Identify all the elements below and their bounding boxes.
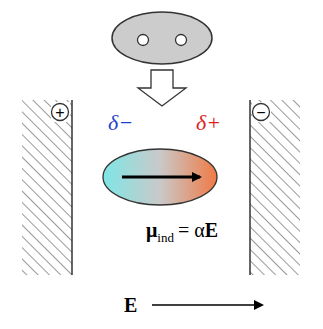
partial-charge: δ−: [108, 112, 133, 134]
block-arrow: [138, 70, 186, 106]
formula-part: = α: [178, 219, 205, 241]
formula-part: μ: [146, 219, 157, 241]
negative-plate: [250, 100, 300, 275]
polarized-molecule: [103, 149, 217, 205]
field-arrow: [152, 304, 262, 306]
formula-part: ind: [157, 230, 174, 245]
positive-plate: [22, 100, 72, 275]
plate-sign: −: [253, 104, 270, 121]
induced-dipole-formula: μind = αE: [146, 220, 218, 244]
partial-charge: δ+: [196, 112, 221, 134]
field-label: E: [124, 295, 137, 315]
plate-sign: +: [52, 104, 69, 121]
dipole-arrow: [122, 176, 200, 179]
neutral-molecule: [112, 12, 212, 64]
formula-part: E: [205, 219, 218, 241]
